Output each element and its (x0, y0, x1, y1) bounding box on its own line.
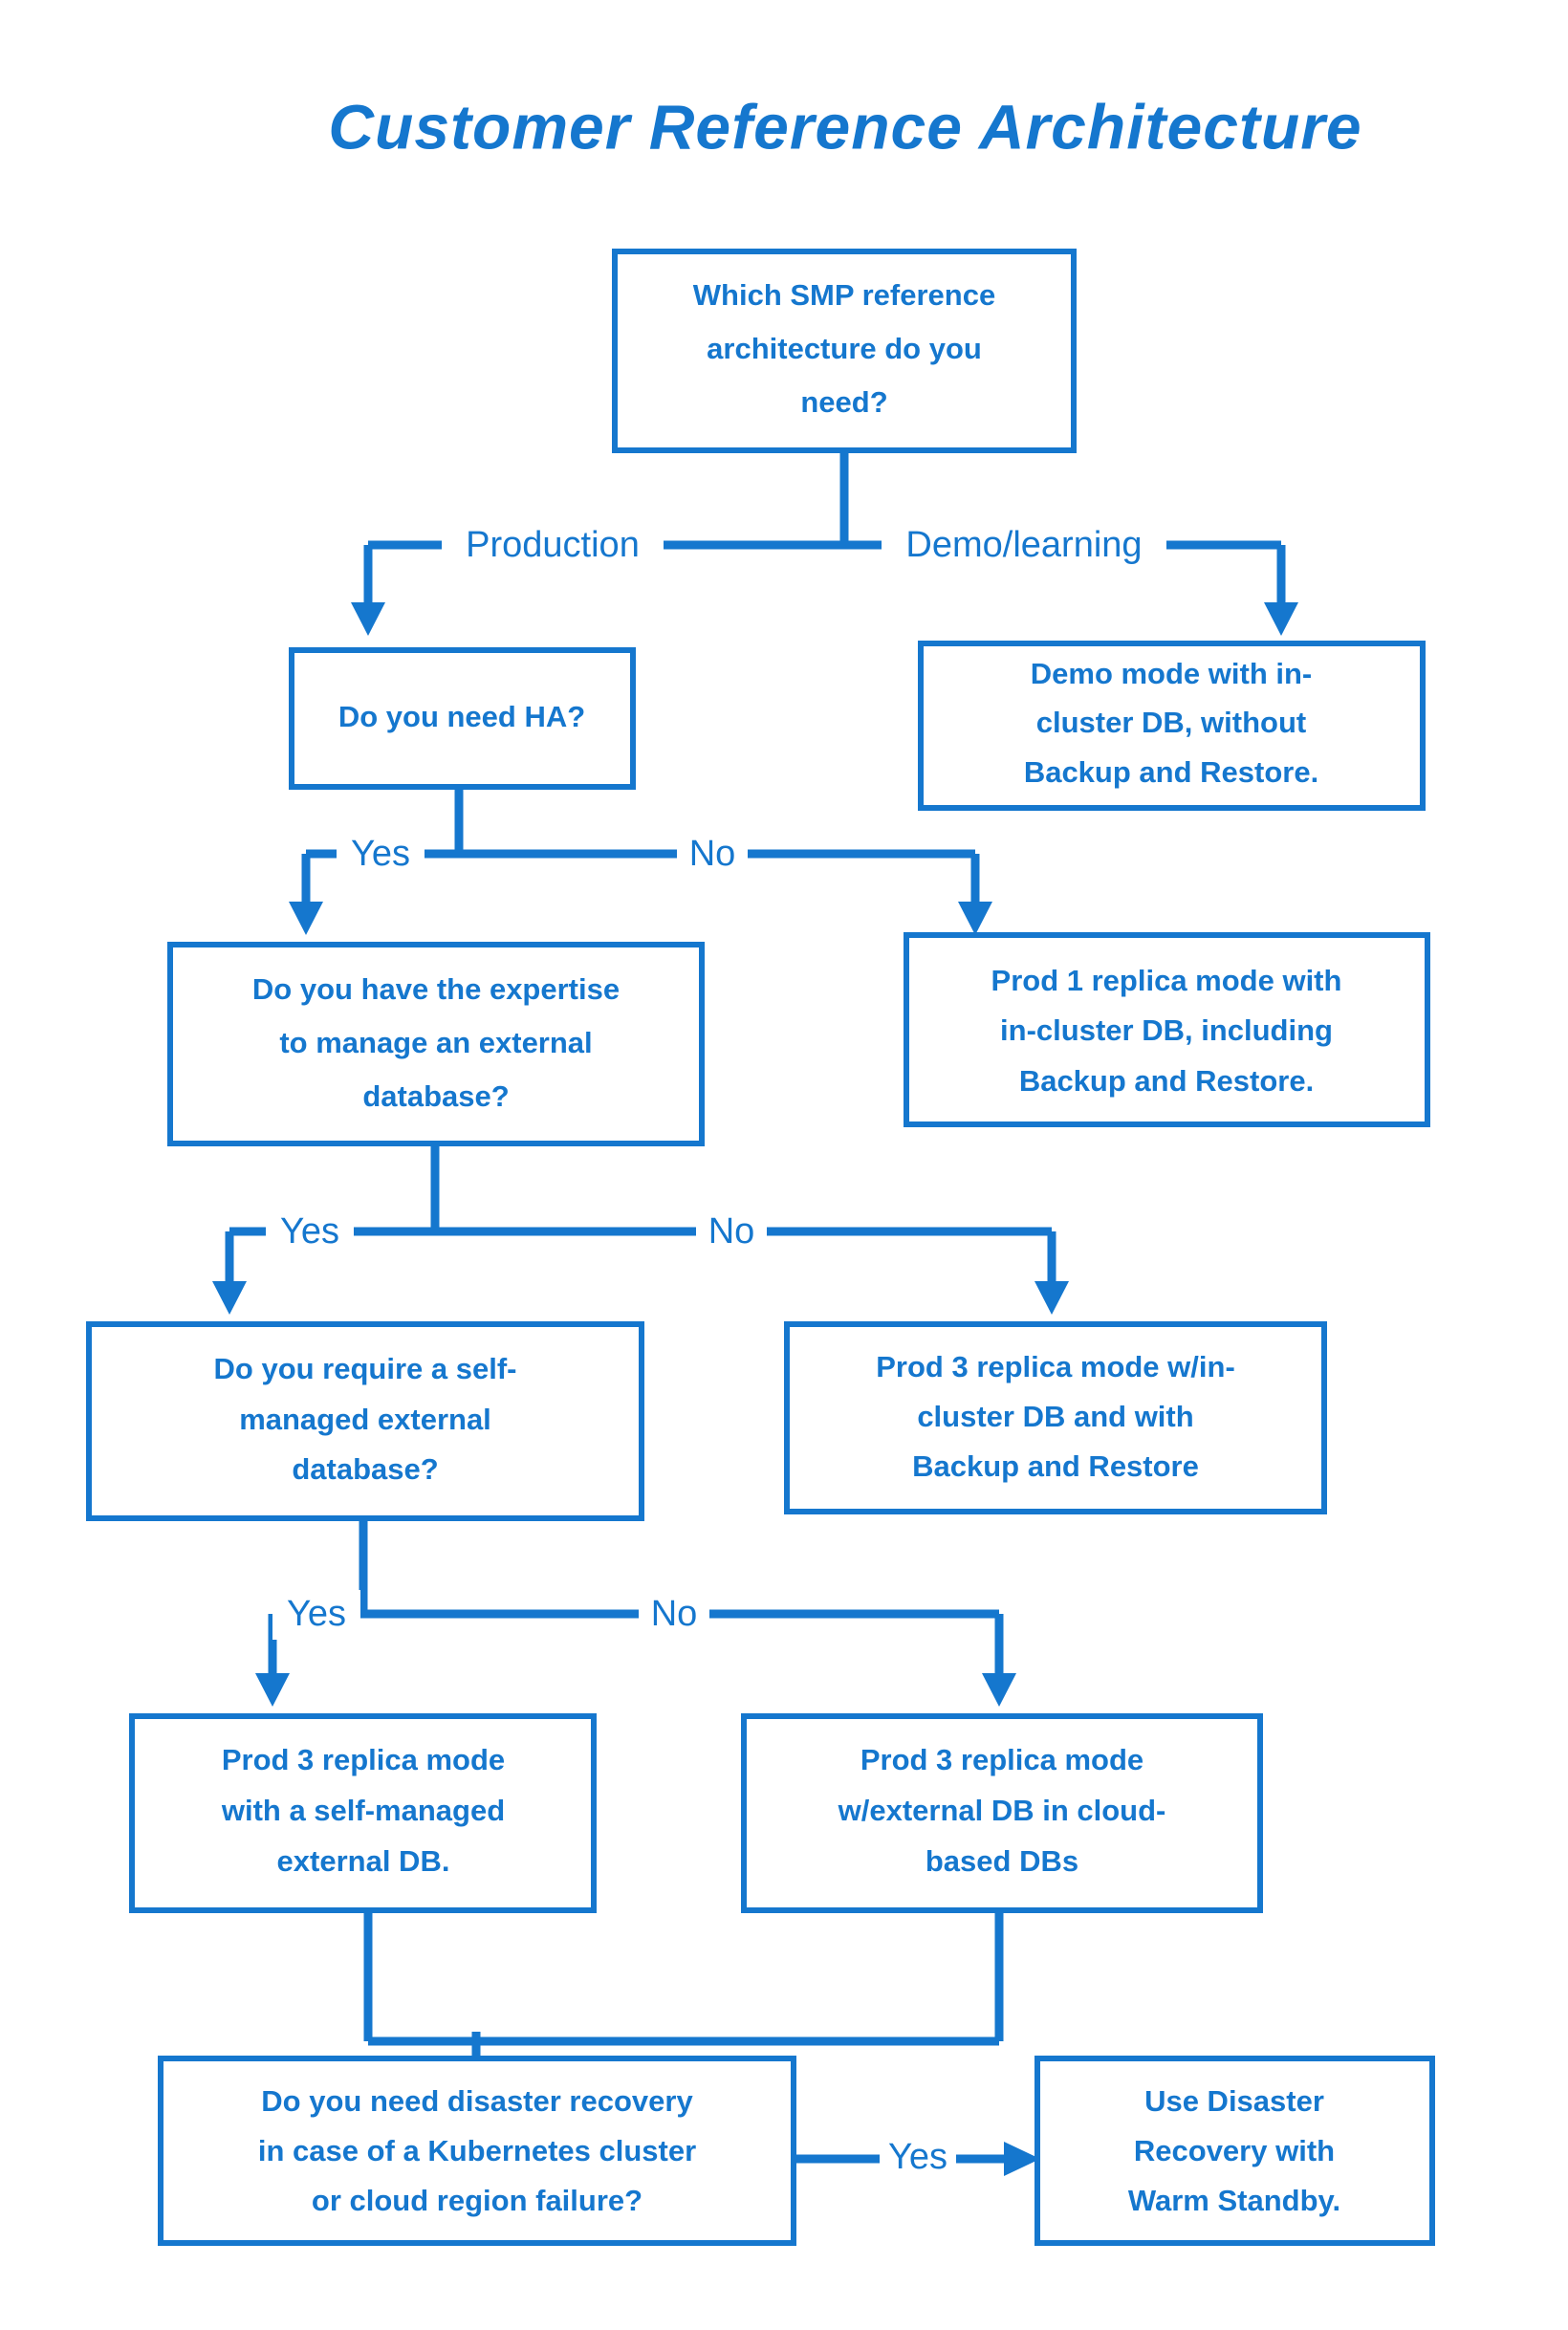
node-prod-3-replica-in-cluster-db-backup-restore[interactable]: Prod 3 replica mode w/in- cluster DB and… (784, 1321, 1327, 1514)
node-box[interactable] (904, 932, 1430, 1127)
node-line-3: Backup and Restore (912, 1449, 1199, 1483)
node-use-disaster-recovery-warm-standby[interactable]: Use Disaster Recovery with Warm Standby. (1034, 2056, 1435, 2246)
label-bg-selfmanaged-yes (272, 1590, 360, 1640)
node-line-3: or cloud region failure? (312, 2184, 642, 2217)
label-bg-production (442, 521, 664, 571)
node-line-1: Which SMP reference (693, 278, 995, 312)
label-bg-expertise-yes (266, 1208, 354, 1257)
node-do-you-require-self-managed-external-database[interactable]: Do you require a self- managed external … (86, 1321, 644, 1521)
node-line-3: Backup and Restore. (1019, 1064, 1314, 1098)
node-line-1: Do you need disaster recovery (261, 2084, 693, 2118)
node-line-1: Use Disaster (1144, 2084, 1324, 2118)
node-which-smp-reference-architecture[interactable]: Which SMP reference architecture do you … (612, 249, 1077, 453)
arrowhead-expertise-yes (212, 1281, 247, 1315)
node-line-1: Demo mode with in- (1031, 657, 1313, 690)
node-line-3: external DB. (277, 1844, 450, 1878)
edge-label-selfmanaged-no: No (651, 1594, 698, 1634)
node-line-3: need? (800, 385, 887, 419)
arrowhead-warm (1004, 2142, 1040, 2176)
label-bg-ha-yes (337, 830, 425, 880)
node-box[interactable] (129, 1713, 597, 1913)
node-line-1: Prod 3 replica mode (860, 1743, 1143, 1776)
node-line-2: architecture do you (707, 332, 982, 365)
label-bg-ha-no (677, 830, 748, 880)
node-box[interactable] (289, 647, 636, 790)
label-bg-selfmanaged-no (639, 1590, 709, 1640)
node-prod-3-replica-self-managed-external-db[interactable]: Prod 3 replica mode with a self-managed … (129, 1713, 597, 1913)
edge-label-selfmanaged-yes: Yes (287, 1594, 346, 1634)
arrowhead-ha-yes (289, 902, 323, 935)
node-line-1: Prod 1 replica mode with (991, 964, 1342, 997)
node-box[interactable] (167, 942, 705, 1146)
node-line-2: w/external DB in cloud- (838, 1794, 1166, 1827)
edge-label-production: Production (466, 525, 640, 565)
node-line-1: Do you require a self- (214, 1352, 517, 1385)
node-do-you-need-ha[interactable]: Do you need HA? (289, 647, 636, 790)
edge-label-ha-no: No (689, 834, 736, 874)
node-line-2: in-cluster DB, including (1000, 1013, 1333, 1047)
node-do-you-need-disaster-recovery[interactable]: Do you need disaster recovery in case of… (158, 2056, 796, 2246)
node-line-3: based DBs (926, 1844, 1078, 1878)
edge-label-ha-yes: Yes (351, 834, 410, 874)
label-bg-expertise-no (696, 1208, 767, 1257)
node-line-3: database? (292, 1452, 438, 1486)
node-line-2: Recovery with (1134, 2134, 1335, 2167)
node-line-1: Do you need HA? (338, 700, 585, 733)
node-box[interactable] (612, 249, 1077, 453)
node-box[interactable] (86, 1321, 644, 1521)
node-line-1: Prod 3 replica mode w/in- (876, 1350, 1235, 1383)
node-line-2: with a self-managed (221, 1794, 505, 1827)
node-line-2: cluster DB and with (917, 1400, 1193, 1433)
edge-label-layer: Production Demo/learning Yes No Yes No Y… (266, 521, 1166, 2177)
edge-label-dr-yes: Yes (888, 2137, 947, 2177)
node-do-you-have-expertise-external-database[interactable]: Do you have the expertise to manage an e… (167, 942, 705, 1146)
node-box[interactable] (784, 1321, 1327, 1514)
node-prod-3-replica-external-db-cloud-based[interactable]: Prod 3 replica mode w/external DB in clo… (741, 1713, 1263, 1913)
node-line-2: cluster DB, without (1036, 706, 1306, 739)
node-prod-1-replica-in-cluster-db[interactable]: Prod 1 replica mode with in-cluster DB, … (904, 932, 1430, 1127)
arrowhead-ha-no (958, 902, 992, 935)
node-box[interactable] (158, 2056, 796, 2246)
node-line-3: Backup and Restore. (1024, 755, 1318, 789)
arrowhead-demo (1264, 602, 1298, 636)
node-line-1: Do you have the expertise (252, 972, 620, 1006)
arrowhead-selfmanaged-no (982, 1673, 1016, 1707)
node-box[interactable] (918, 641, 1426, 811)
node-line-2: managed external (239, 1403, 491, 1436)
node-box[interactable] (741, 1713, 1263, 1913)
edge-label-expertise-yes: Yes (280, 1211, 339, 1252)
node-line-3: Warm Standby. (1128, 2184, 1340, 2217)
arrowhead-expertise-no (1034, 1281, 1069, 1315)
page-title: Customer Reference Architecture (328, 91, 1361, 162)
arrowhead-selfmanaged-yes (255, 1673, 290, 1707)
node-line-1: Prod 3 replica mode (222, 1743, 505, 1776)
node-line-3: database? (362, 1079, 509, 1113)
node-box[interactable] (1034, 2056, 1435, 2246)
edge-label-demo-learning: Demo/learning (905, 525, 1142, 565)
edge-label-expertise-no: No (708, 1211, 755, 1252)
node-line-2: to manage an external (279, 1026, 592, 1059)
node-line-2: in case of a Kubernetes cluster (258, 2134, 696, 2167)
node-demo-mode-in-cluster-db[interactable]: Demo mode with in- cluster DB, without B… (918, 641, 1426, 811)
label-bg-demo (882, 521, 1166, 571)
arrowhead-production (351, 602, 385, 636)
